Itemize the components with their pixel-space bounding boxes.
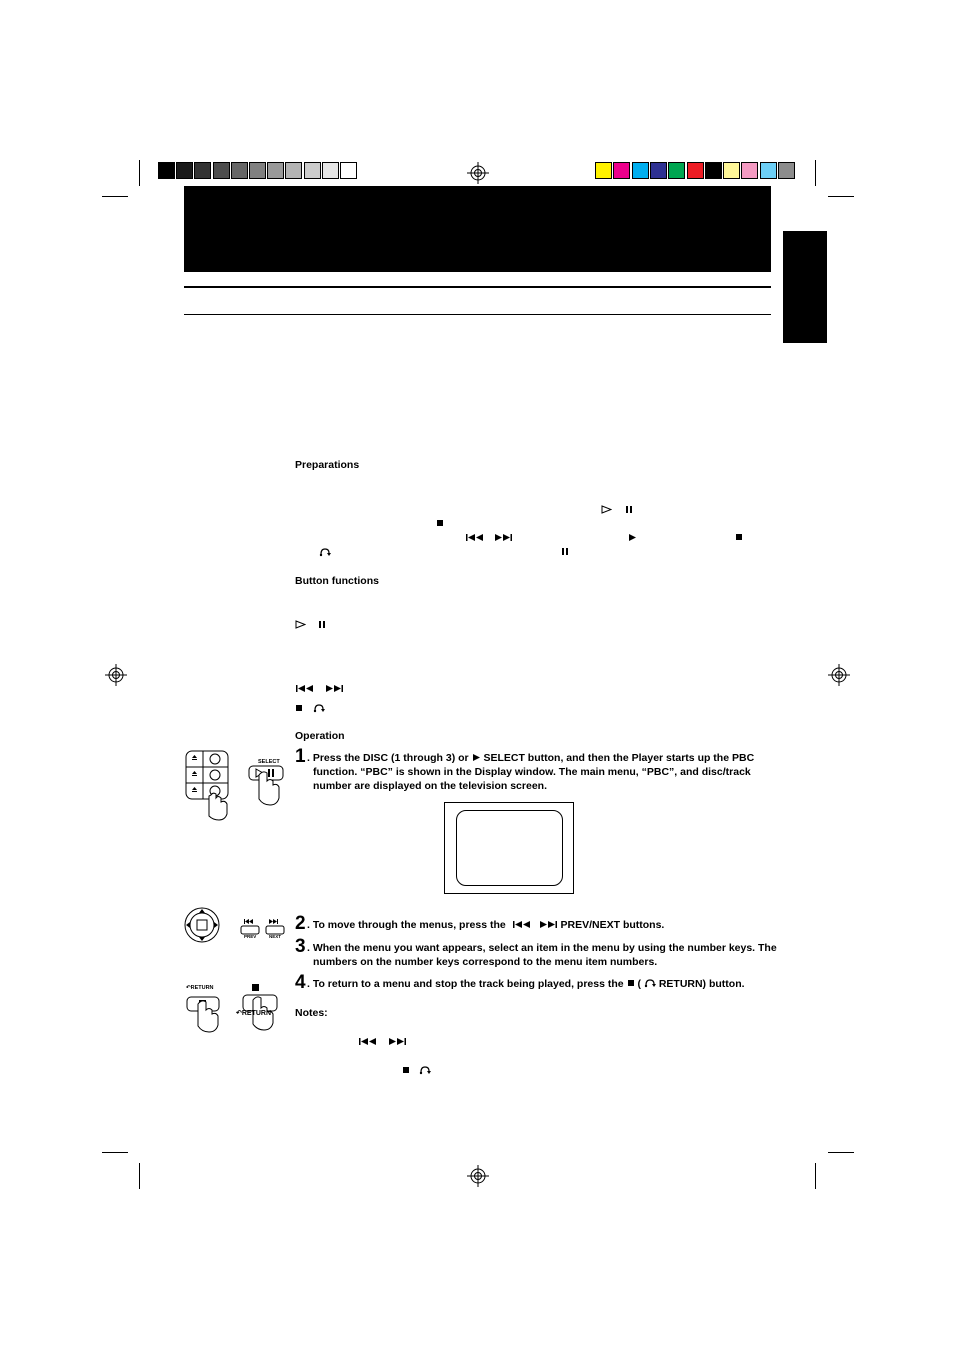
return-icon: ↶ [236, 1010, 242, 1017]
step-number: 1 [295, 746, 306, 767]
notes-heading: Notes: [295, 1007, 328, 1019]
directional-pad-icon [184, 907, 220, 943]
gray-swatch [303, 162, 321, 179]
pause-icon [626, 506, 632, 513]
button-functions-heading: Button functions [295, 575, 379, 587]
prev-next-buttons-illustration [240, 919, 285, 935]
operation-heading: Operation [295, 730, 345, 742]
return-icon [419, 1066, 431, 1075]
step-3-line-2: numbers on the number keys correspond to… [313, 956, 658, 968]
select-button-illustration [248, 765, 284, 806]
next-icon [326, 685, 343, 692]
color-swatch [595, 162, 612, 179]
disc-buttons-illustration [185, 750, 229, 821]
gray-swatch [285, 162, 303, 179]
gray-swatch [340, 162, 357, 179]
gray-swatch [158, 162, 175, 179]
return-icon [319, 548, 331, 557]
color-swatch [613, 162, 631, 179]
prev-label: PREV [244, 934, 257, 939]
prev-icon [359, 1038, 376, 1045]
stop-icon [296, 705, 302, 711]
gray-swatch [230, 162, 248, 179]
step-number: 2 [295, 913, 306, 934]
color-swatch [723, 162, 741, 179]
return-icon: ↶ [186, 985, 191, 991]
header-banner [184, 186, 771, 272]
step-2-text: . To move through the menus, press the P… [307, 919, 665, 931]
stop-icon [627, 980, 634, 986]
pause-icon [319, 621, 325, 628]
step-1-text: . Press the DISC (1 through 3) or SELECT… [307, 752, 755, 764]
return-icon [313, 704, 325, 713]
registration-mark-icon [828, 664, 850, 686]
return-label-player: ↶RETURN [236, 1010, 272, 1017]
next-label: NEXT [269, 934, 282, 939]
gray-swatch [321, 162, 339, 179]
stop-return-button-illustration [242, 984, 278, 1031]
step-number: 4 [295, 972, 306, 993]
return-label: ↶RETURN [186, 985, 214, 991]
registration-mark-icon [467, 1165, 489, 1187]
tv-screen [456, 810, 563, 886]
gray-swatch [194, 162, 212, 179]
step-number: 3 [295, 936, 306, 957]
return-button-illustration [186, 996, 220, 1033]
return-icon [644, 979, 656, 988]
stop-icon [437, 520, 443, 526]
registration-mark-icon [467, 162, 489, 184]
step-1-line-2: function. “PBC” is shown in the Display … [313, 766, 751, 778]
prev-icon [466, 534, 483, 541]
registration-mark-icon [105, 664, 127, 686]
color-swatch [778, 162, 795, 179]
color-swatch [741, 162, 759, 179]
section-rule-top [184, 286, 771, 288]
color-swatch [704, 162, 722, 179]
step-4-text: . To return to a menu and stop the track… [307, 978, 745, 990]
color-swatch [649, 162, 667, 179]
stop-icon [736, 534, 742, 540]
language-side-tab [783, 231, 827, 343]
section-rule-bottom [184, 314, 771, 315]
stop-icon [403, 1067, 409, 1073]
color-swatch [631, 162, 649, 179]
pause-icon [562, 548, 568, 555]
tv-screen-illustration [444, 802, 574, 894]
next-icon [495, 534, 512, 541]
play-outline-icon [601, 505, 612, 514]
color-swatch [686, 162, 704, 179]
step-1-line-3: number are displayed on the television s… [313, 780, 547, 792]
next-icon [389, 1038, 406, 1045]
next-icon [539, 921, 557, 928]
gray-swatch [267, 162, 285, 179]
color-swatch [668, 162, 686, 179]
gray-swatch [212, 162, 230, 179]
gray-swatch [249, 162, 266, 179]
prev-icon [512, 921, 530, 928]
play-icon [629, 534, 636, 541]
preparations-heading: Preparations [295, 459, 360, 471]
play-outline-icon [295, 620, 306, 629]
select-label: SELECT [258, 759, 280, 765]
step-3-text: . When the menu you want appears, select… [307, 942, 777, 954]
color-swatch [759, 162, 777, 179]
play-icon [472, 754, 480, 761]
gray-swatch [176, 162, 194, 179]
prev-icon [296, 685, 313, 692]
